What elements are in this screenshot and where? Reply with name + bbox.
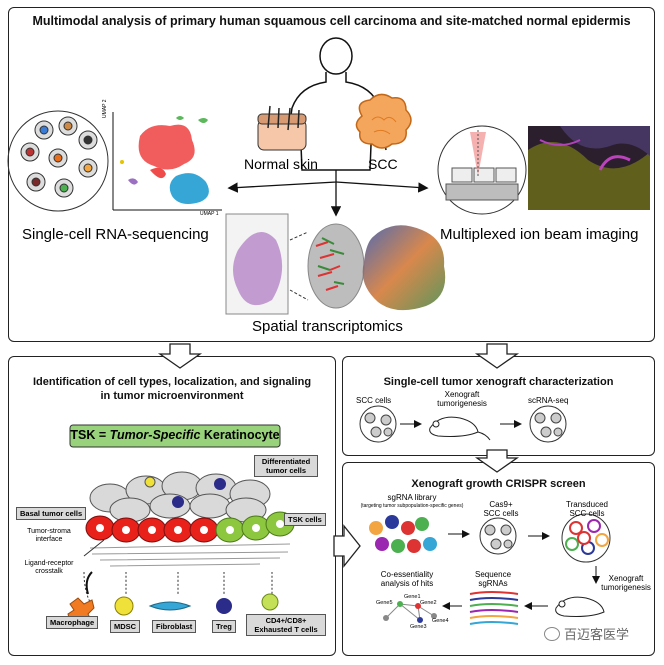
differentiated-cells <box>89 471 271 523</box>
crispr-xeno-label: Xenograft tumorigenesis <box>600 574 652 592</box>
gene1-label: Gene1 <box>404 594 421 600</box>
tsk-italic: Tumor-Specific <box>109 428 201 442</box>
chevron-down-icon <box>157 343 203 369</box>
scrnaseq-label: Single-cell RNA-sequencing <box>22 226 209 243</box>
crispr-title: Xenograft growth CRISPR screen <box>411 478 586 490</box>
coess-line2: analysis of hits <box>380 579 434 588</box>
wechat-icon <box>544 626 560 641</box>
mouse-icon <box>429 416 491 441</box>
exhausted-t-icon <box>261 593 279 611</box>
umap-y-label: UMAP 2 <box>102 99 108 118</box>
fibroblast-icon <box>148 601 192 611</box>
xeno-title: Single-cell tumor xenograft characteriza… <box>383 376 614 388</box>
exhausted-label: CD4+/CD8+ Exhausted T cells <box>246 614 326 636</box>
library-line2: (targeting tumor subpopulation-specific … <box>360 503 464 509</box>
crispr-xeno-line1: Xenograft <box>608 574 644 583</box>
mdsc-icon <box>114 596 134 616</box>
transduced-label: Transduced SCC cells <box>560 500 614 518</box>
umap-x-label: UMAP 1 <box>200 211 219 217</box>
crispr-mouse-icon <box>555 596 605 617</box>
scc-label: SCC <box>368 156 398 172</box>
cas9-line2: SCC cells <box>483 509 519 518</box>
transduced-line1: Transduced <box>566 500 608 509</box>
tsk-cells-label: TSK cells <box>284 513 326 526</box>
crispr-panel <box>342 462 655 656</box>
crosstalk-line1: Ligand-receptor <box>24 560 74 567</box>
spatial-tissue <box>362 225 446 311</box>
cas9-cells-icon <box>479 517 517 555</box>
spatial-spots <box>225 213 289 315</box>
scrnaseq-cells-icon <box>7 110 109 212</box>
chevron-right-icon <box>333 524 361 568</box>
watermark: 百迈客医学 <box>544 624 629 643</box>
top-title: Multimodal analysis of primary human squ… <box>32 14 631 28</box>
skin-block-icon <box>257 105 307 151</box>
sgrna-sequences-icon <box>469 591 519 625</box>
differentiated-label: Differentiated tumor cells <box>254 455 318 477</box>
crosstalk-line2: crosstalk <box>35 568 63 575</box>
exhausted-line2: Exhausted T cells <box>254 625 318 634</box>
stroma-fibers <box>89 543 291 567</box>
coess-line1: Co-essentiality <box>380 570 434 579</box>
crosstalk-arcs <box>83 571 273 603</box>
tsk-banner <box>69 424 281 448</box>
crispr-xeno-line2: tumorigenesis <box>601 583 651 592</box>
scc-tumor-icon <box>355 93 412 149</box>
gene3-label: Gene3 <box>410 624 427 630</box>
sequence-label: Sequence sgRNAs <box>466 570 520 588</box>
tsk-prefix: TSK = <box>70 428 110 442</box>
gene4-label: Gene4 <box>432 618 449 624</box>
differentiated-line1: Differentiated <box>261 457 311 466</box>
differentiated-line2: tumor cells <box>265 466 306 475</box>
chevron-down-icon <box>474 449 520 473</box>
tsk-definition: TSK = Tumor-Specific Keratinocyte <box>70 428 280 442</box>
gene2-label: Gene2 <box>420 600 437 606</box>
spatial-zoom-spot <box>307 223 365 309</box>
fibroblast-label: Fibroblast <box>152 620 197 633</box>
sgrna-library-label: sgRNA library (targeting tumor subpopula… <box>348 494 476 510</box>
mibi-image-texture <box>528 126 650 210</box>
cas9-label: Cas9+ SCC cells <box>478 500 524 518</box>
treg-icon <box>216 598 232 614</box>
xeno-line2: tumorigenesis <box>437 399 487 408</box>
left-title-line2: in tumor microenvironment <box>100 390 244 402</box>
basal-label: Basal tumor cells <box>16 507 87 520</box>
tsk-cells-tissue <box>215 511 295 543</box>
coessentiality-label: Co-essentiality analysis of hits <box>374 570 440 588</box>
transduced-line2: SCC cells <box>569 509 605 518</box>
xeno-scc-cells-icon <box>359 405 397 443</box>
scrnaseq-result-icon <box>529 405 567 443</box>
left-title-line1: Identification of cell types, localizati… <box>32 376 312 388</box>
spatial-label: Spatial transcriptomics <box>252 318 403 335</box>
mdsc-label: MDSC <box>110 620 141 633</box>
xeno-tumorigenesis-label: Xenograft tumorigenesis <box>434 390 490 408</box>
normal-skin-label: Normal skin <box>244 156 318 172</box>
xeno-line1: Xenograft <box>444 390 480 399</box>
gene-network-icon <box>383 601 437 623</box>
sequence-line2: sgRNAs <box>478 579 508 588</box>
sequence-line1: Sequence <box>474 570 512 579</box>
macrophage-label: Macrophage <box>46 616 99 629</box>
basal-tumor-cells <box>85 515 219 543</box>
interface-line1: Tumor-stroma <box>27 528 71 535</box>
mibi-label: Multiplexed ion beam imaging <box>440 226 639 243</box>
gene5-label: Gene5 <box>376 600 393 606</box>
library-line1: sgRNA library <box>387 493 437 502</box>
xeno-scc-cells-label: SCC cells <box>356 396 392 405</box>
sgrna-library-icon <box>369 515 437 553</box>
umap-plot <box>112 112 222 211</box>
watermark-text: 百迈客医学 <box>564 627 630 642</box>
chevron-down-icon <box>474 343 520 369</box>
exhausted-line1: CD4+/CD8+ <box>265 616 307 625</box>
xeno-scrnaseq-label: scRNA-seq <box>528 396 569 405</box>
interface-label: Tumor-stroma interface <box>18 528 80 544</box>
transduced-cells-icon <box>561 513 611 563</box>
interface-line2: interface <box>35 536 63 543</box>
tsk-suffix: Keratinocyte <box>200 428 280 442</box>
cas9-line1: Cas9+ <box>489 500 513 509</box>
treg-label: Treg <box>212 620 236 633</box>
mibi-diagram <box>437 125 527 215</box>
crosstalk-label: Ligand-receptor crosstalk <box>14 560 84 576</box>
